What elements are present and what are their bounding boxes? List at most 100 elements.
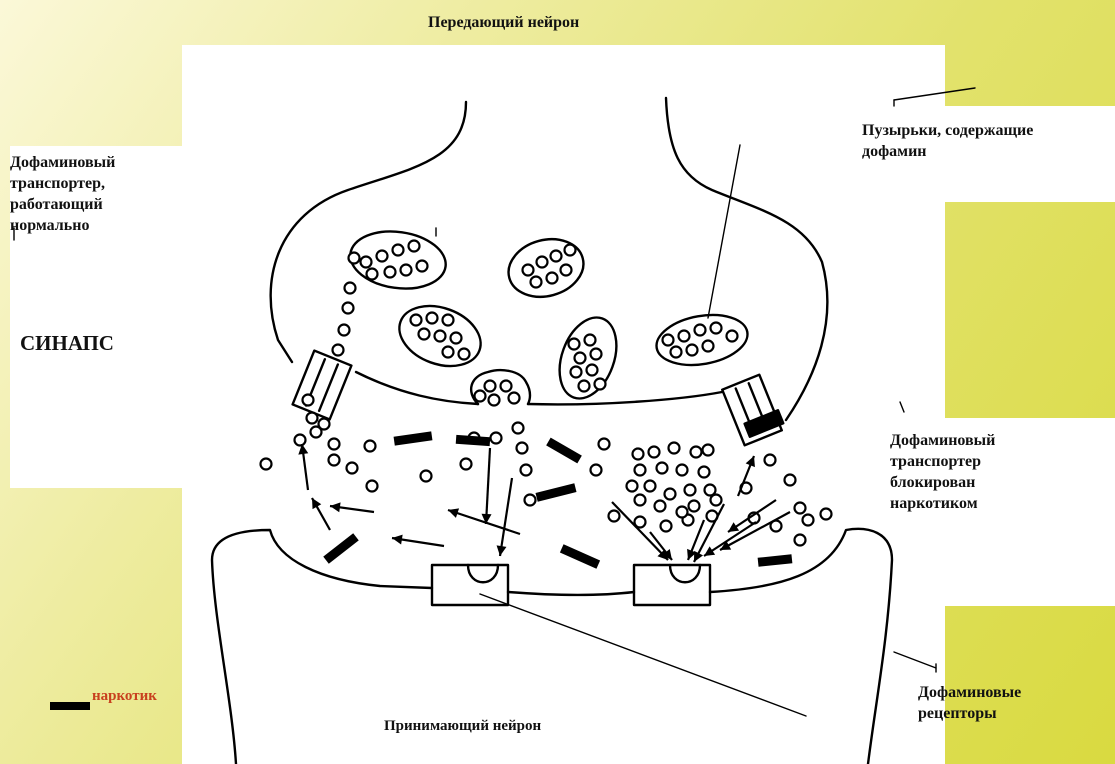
- dopamine-molecule: [261, 459, 272, 470]
- label-receptors: Дофаминовые рецепторы: [918, 682, 1021, 724]
- dopamine-molecule: [435, 331, 446, 342]
- dopamine-molecule: [349, 253, 360, 264]
- flow-arrow: [482, 448, 492, 524]
- dopamine-molecule: [513, 423, 524, 434]
- label-vesicles-line-1: Пузырьки, содержащие: [862, 120, 1033, 141]
- dopamine-molecule: [795, 503, 806, 514]
- vesicle: [549, 310, 627, 407]
- dopamine-molecule: [509, 393, 520, 404]
- dopamine-molecule: [685, 485, 696, 496]
- drug-molecule: [536, 483, 577, 501]
- dopamine-molecule: [401, 265, 412, 276]
- dopamine-molecule: [365, 441, 376, 452]
- dopamine-molecule: [765, 455, 776, 466]
- dopamine-molecule: [627, 481, 638, 492]
- dopamine-molecule: [517, 443, 528, 454]
- postsynaptic-membrane: [212, 529, 892, 764]
- dopamine-molecule: [547, 273, 558, 284]
- dopamine-molecule: [361, 257, 372, 268]
- dopamine-molecule: [443, 315, 454, 326]
- dopamine-molecule: [687, 345, 698, 356]
- dopamine-molecule: [569, 339, 580, 350]
- dopamine-molecule: [417, 261, 428, 272]
- label-transporter-normal-line-1: Дофаминовый: [10, 152, 115, 173]
- drug-molecule: [323, 533, 358, 563]
- dopamine-molecule: [609, 511, 620, 522]
- dopamine-molecule: [385, 267, 396, 278]
- transporter-blocked-shape: [722, 373, 785, 445]
- dopamine-molecule: [657, 463, 668, 474]
- dopamine-molecule: [295, 435, 306, 446]
- dopamine-molecule: [571, 367, 582, 378]
- title-receiving-neuron: Принимающий нейрон: [384, 716, 541, 737]
- label-transporter-normal-line-2: транспортер,: [10, 173, 115, 194]
- dopamine-molecule: [427, 313, 438, 324]
- dopamine-molecule: [521, 465, 532, 476]
- flow-arrow: [497, 478, 512, 556]
- dopamine-molecule: [665, 489, 676, 500]
- dopamine-molecule: [443, 347, 454, 358]
- dopamine-molecule: [475, 391, 486, 402]
- dopamine-molecule: [677, 465, 688, 476]
- legend-drug-label: наркотик: [92, 686, 157, 707]
- dopamine-molecule: [345, 283, 356, 294]
- dopamine-molecule: [795, 535, 806, 546]
- dopamine-molecule: [409, 241, 420, 252]
- dopamine-molecule: [523, 265, 534, 276]
- label-transporter-normal: Дофаминовый транспортер, работающий норм…: [10, 152, 115, 236]
- dopamine-molecule: [591, 465, 602, 476]
- dopamine-molecule: [669, 443, 680, 454]
- title-transmitting-neuron: Передающий нейрон: [428, 12, 579, 33]
- dopamine-molecule: [671, 347, 682, 358]
- dopamine-molecule: [303, 395, 314, 406]
- flow-arrow: [392, 535, 444, 546]
- dopamine-molecule: [677, 507, 688, 518]
- dopamine-molecule: [501, 381, 512, 392]
- dopamine-molecule: [585, 335, 596, 346]
- pointer-receptors: [480, 594, 806, 716]
- dopamine-molecule: [579, 381, 590, 392]
- dopamine-molecule: [635, 495, 646, 506]
- dopamine-molecule: [703, 341, 714, 352]
- legend-drug-bar: [50, 702, 90, 710]
- dopamine-molecule: [329, 455, 340, 466]
- label-transporter-normal-line-4: нормально: [10, 215, 115, 236]
- dopamine-molecule: [695, 325, 706, 336]
- dopamine-molecule: [451, 333, 462, 344]
- dopamine-molecule: [561, 265, 572, 276]
- dopamine-molecule: [699, 467, 710, 478]
- drug-molecule: [394, 431, 433, 445]
- dopamine-molecule: [329, 439, 340, 450]
- label-transporter-blocked: Дофаминовый транспортер блокирован нарко…: [890, 430, 995, 514]
- label-transporter-blocked-line-4: наркотиком: [890, 493, 995, 514]
- dopamine-molecule: [591, 349, 602, 360]
- dopamine-molecule: [711, 323, 722, 334]
- dopamine-molecule: [599, 439, 610, 450]
- dopamine-molecule: [343, 303, 354, 314]
- label-receptors-line-1: Дофаминовые: [918, 682, 1021, 703]
- dopamine-molecule: [459, 349, 470, 360]
- flow-arrow: [312, 498, 330, 530]
- flow-arrow: [298, 444, 308, 490]
- dopamine-molecule: [727, 331, 738, 342]
- label-transporter-normal-line-3: работающий: [10, 194, 115, 215]
- dopamine-molecule: [531, 277, 542, 288]
- label-transporter-blocked-line-1: Дофаминовый: [890, 430, 995, 451]
- pointer-vesicles-tick: [894, 88, 975, 100]
- dopamine-molecule: [393, 245, 404, 256]
- dopamine-molecule: [367, 269, 378, 280]
- dopamine-molecule: [703, 445, 714, 456]
- transporter-normal-shape: [293, 351, 352, 420]
- dopamine-molecule: [367, 481, 378, 492]
- dopamine-molecule: [565, 245, 576, 256]
- dopamine-molecule: [347, 463, 358, 474]
- dopamine-molecule: [649, 447, 660, 458]
- dopamine-molecule: [655, 501, 666, 512]
- dopamine-molecule: [525, 495, 536, 506]
- vesicle: [502, 231, 590, 305]
- dopamine-molecule: [595, 379, 606, 390]
- dopamine-molecule: [419, 329, 430, 340]
- flow-arrow: [330, 502, 374, 512]
